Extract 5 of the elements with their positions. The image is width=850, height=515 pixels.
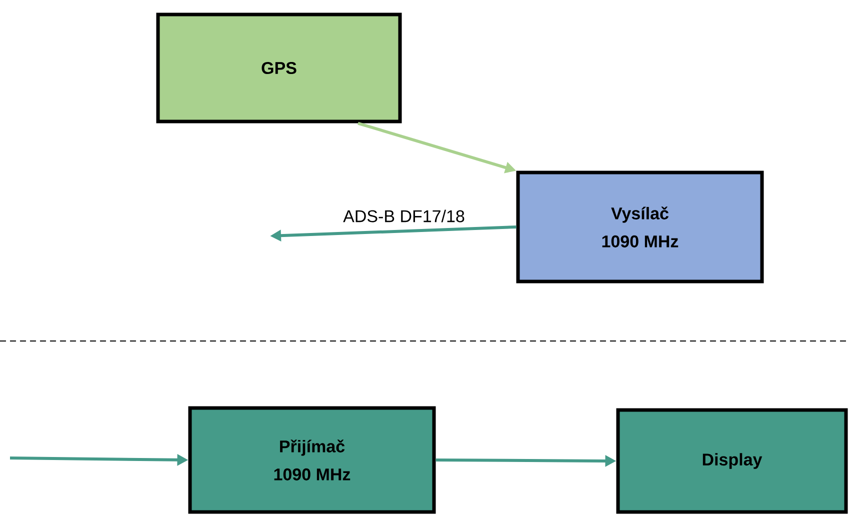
edge-label: ADS-B DF17/18 [342, 208, 466, 224]
block-box: Přijímač 1090 MHz [188, 406, 436, 514]
block-box: GPS [156, 12, 402, 124]
block-box: Vysílač 1090 MHz [516, 170, 764, 284]
block-box: Display [616, 408, 848, 514]
